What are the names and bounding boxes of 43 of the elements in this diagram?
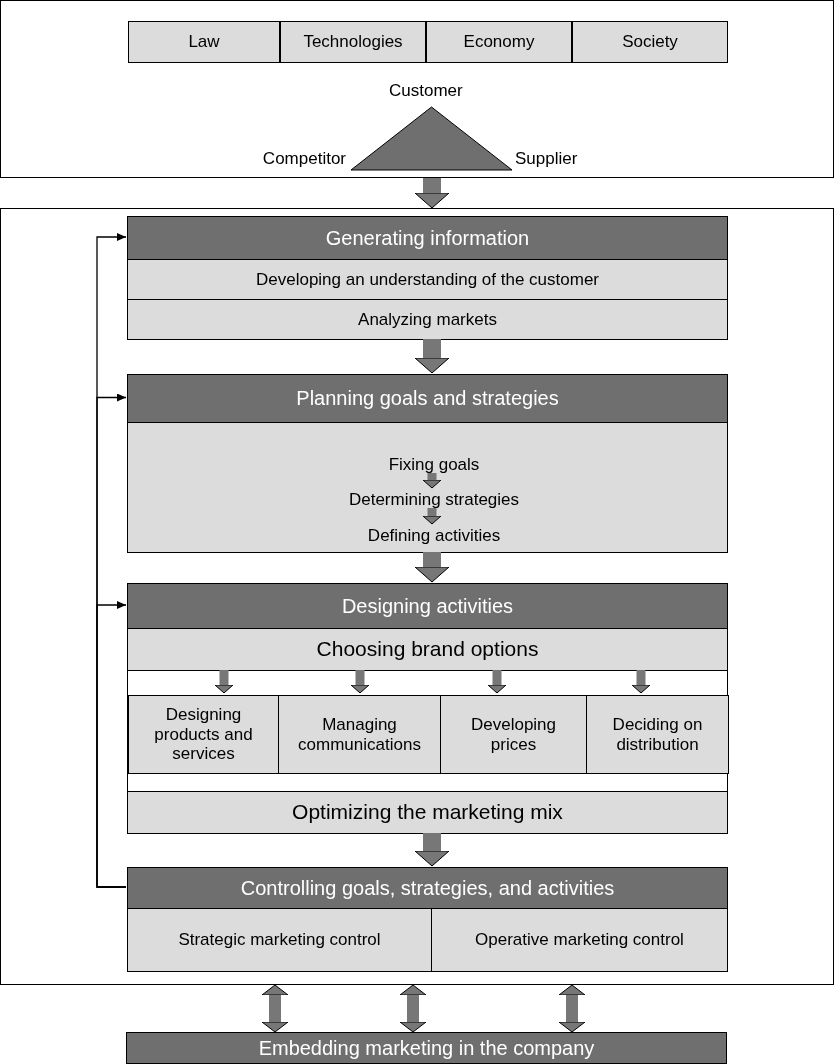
block-arrow bbox=[399, 984, 427, 1033]
step-box: Optimizing the marketing mix bbox=[127, 791, 728, 834]
step-box: Economy bbox=[426, 21, 572, 63]
panel-frame bbox=[127, 670, 728, 792]
step-box: Managing communications bbox=[278, 695, 441, 774]
step-box: Strategic marketing control bbox=[127, 908, 432, 972]
step-box: Deciding on distribution bbox=[586, 695, 729, 774]
block-arrow bbox=[558, 984, 586, 1033]
step-label: Fixing goals bbox=[302, 455, 566, 475]
block-arrow bbox=[487, 670, 507, 694]
block-arrow bbox=[350, 670, 370, 694]
step-box bbox=[127, 422, 728, 553]
panel-frame bbox=[0, 208, 834, 985]
step-label: Defining activities bbox=[302, 526, 566, 546]
step-box: Operative marketing control bbox=[431, 908, 728, 972]
header-bar: Designing activities bbox=[127, 583, 728, 629]
block-arrow bbox=[214, 670, 234, 694]
block-arrow bbox=[631, 670, 651, 694]
header-bar: Planning goals and strategies bbox=[127, 374, 728, 423]
corner-label: Customer bbox=[389, 81, 463, 101]
block-arrow bbox=[422, 473, 442, 489]
corner-label: Competitor bbox=[262, 149, 346, 169]
step-box: Choosing brand options bbox=[127, 628, 728, 671]
block-arrow bbox=[422, 508, 442, 525]
header-bar: Controlling goals, strategies, and activities bbox=[127, 867, 728, 909]
header-bar: Embedding marketing in the company bbox=[126, 1032, 727, 1064]
step-box: Society bbox=[572, 21, 728, 63]
step-box: Analyzing markets bbox=[127, 299, 728, 340]
block-arrow bbox=[414, 833, 450, 867]
block-arrow bbox=[261, 984, 289, 1033]
feedback-arrow bbox=[96, 601, 127, 888]
corner-label: Supplier bbox=[515, 149, 578, 169]
header-bar: Generating information bbox=[127, 216, 728, 260]
step-box: Developing an understanding of the customer bbox=[127, 259, 728, 300]
step-box: Developing prices bbox=[440, 695, 587, 774]
step-box: Law bbox=[128, 21, 280, 63]
block-arrow bbox=[414, 552, 450, 583]
step-box: Technologies bbox=[280, 21, 426, 63]
panel-frame bbox=[0, 0, 834, 178]
step-box: Designing products and services bbox=[128, 695, 279, 774]
step-label: Determining strategies bbox=[302, 490, 566, 510]
block-arrow bbox=[414, 178, 450, 209]
block-arrow bbox=[414, 339, 450, 374]
